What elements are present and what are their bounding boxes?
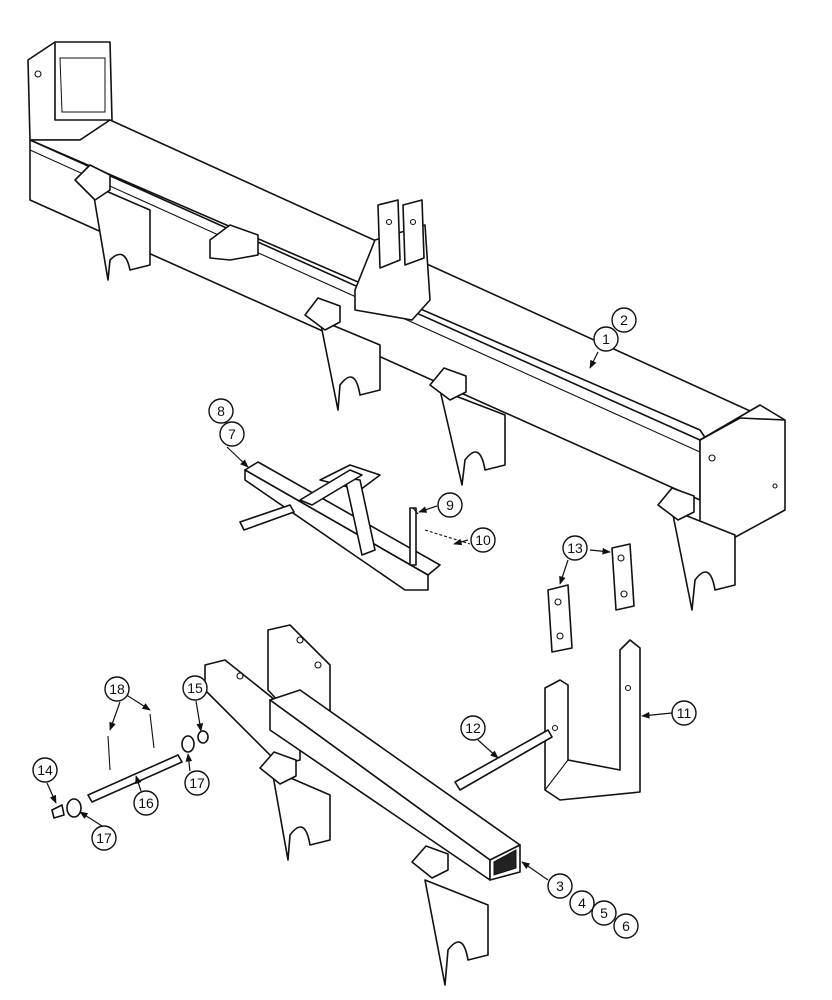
callout-16: 16 <box>133 790 159 816</box>
pin-16 <box>87 754 183 803</box>
svg-text:14: 14 <box>37 762 53 778</box>
callout-10: 10 <box>470 527 496 553</box>
svg-text:8: 8 <box>217 403 225 419</box>
leader-lines <box>46 351 673 881</box>
svg-text:7: 7 <box>228 426 236 442</box>
svg-text:11: 11 <box>677 705 692 721</box>
svg-text:6: 6 <box>622 918 630 934</box>
callout-18: 18 <box>104 676 130 702</box>
svg-text:2: 2 <box>620 312 628 328</box>
cotter-pin-18a <box>107 735 111 771</box>
callout-17-left: 17 <box>91 825 117 851</box>
cotter-pin-18b <box>149 713 155 749</box>
callout-8: 8 <box>208 398 234 424</box>
svg-text:17: 17 <box>96 830 112 846</box>
hardware <box>51 713 209 819</box>
callout-9: 9 <box>437 492 463 518</box>
callout-17-right: 17 <box>184 770 210 796</box>
callout-4: 4 <box>569 890 595 916</box>
callout-13: 13 <box>562 535 588 561</box>
adapter-plates <box>547 543 635 653</box>
pin-12 <box>454 729 553 791</box>
svg-text:13: 13 <box>567 540 583 556</box>
extension-beam <box>204 624 521 986</box>
washer-17 <box>181 735 195 753</box>
callout-14: 14 <box>32 757 58 783</box>
main-toolbar-beam <box>27 41 786 611</box>
svg-text:16: 16 <box>138 795 154 811</box>
hitch-assembly <box>239 461 441 591</box>
svg-text:5: 5 <box>600 905 608 921</box>
pin-10 <box>424 529 471 545</box>
svg-text:9: 9 <box>446 497 454 513</box>
svg-text:12: 12 <box>465 720 481 736</box>
svg-text:15: 15 <box>187 680 203 696</box>
svg-text:1: 1 <box>602 331 610 347</box>
u-clamp <box>544 639 641 801</box>
svg-text:3: 3 <box>556 878 564 894</box>
washer-17-left <box>66 798 82 818</box>
callout-2: 2 <box>611 307 637 333</box>
svg-text:18: 18 <box>109 681 125 697</box>
callout-15: 15 <box>182 675 208 701</box>
svg-text:10: 10 <box>475 532 491 548</box>
callout-5: 5 <box>591 900 617 926</box>
svg-text:4: 4 <box>578 895 586 911</box>
callout-7: 7 <box>219 421 245 447</box>
callout-1: 1 <box>593 326 619 352</box>
nut-15 <box>197 730 209 744</box>
svg-text:17: 17 <box>189 775 205 791</box>
callout-11: 11 <box>671 700 697 726</box>
callout-3: 3 <box>547 873 573 899</box>
callout-12: 12 <box>460 715 486 741</box>
clip-14 <box>51 804 65 819</box>
callout-6: 6 <box>613 913 639 939</box>
